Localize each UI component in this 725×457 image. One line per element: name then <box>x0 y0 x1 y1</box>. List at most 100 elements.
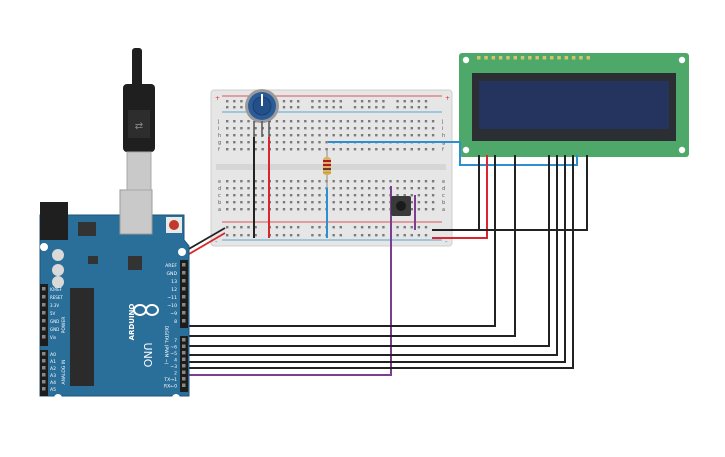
breadboard-hole[interactable] <box>353 100 357 103</box>
wire-lcd-d4[interactable] <box>185 155 550 347</box>
header-pin[interactable] <box>42 295 46 299</box>
breadboard-hole[interactable] <box>275 127 279 130</box>
breadboard-hole[interactable] <box>360 226 364 229</box>
breadboard-hole[interactable] <box>275 120 279 123</box>
breadboard-hole[interactable] <box>240 141 243 144</box>
breadboard-hole[interactable] <box>375 187 378 190</box>
breadboard-hole[interactable] <box>368 127 371 130</box>
breadboard-hole[interactable] <box>360 208 364 211</box>
breadboard-hole[interactable] <box>311 187 314 190</box>
breadboard-hole[interactable] <box>360 127 364 130</box>
breadboard-hole[interactable] <box>226 187 229 190</box>
wire-blue-lcd[interactable] <box>328 141 578 166</box>
header-pin[interactable] <box>182 263 186 267</box>
breadboard-hole[interactable] <box>353 226 357 229</box>
header-pin[interactable] <box>182 295 186 299</box>
breadboard-hole[interactable] <box>375 127 378 130</box>
arduino-uno[interactable]: ARDUINO UNO DIGITAL (PWM ~) POWER ANALOG… <box>39 189 190 402</box>
wire-lcd-d7[interactable] <box>185 155 574 369</box>
breadboard-hole[interactable] <box>297 180 300 183</box>
breadboard-hole[interactable] <box>353 148 357 151</box>
breadboard-hole[interactable] <box>332 106 335 109</box>
breadboard-hole[interactable] <box>318 120 321 123</box>
breadboard-hole[interactable] <box>240 106 243 109</box>
breadboard-hole[interactable] <box>396 234 399 237</box>
breadboard-hole[interactable] <box>268 120 271 123</box>
breadboard-hole[interactable] <box>289 187 293 190</box>
breadboard-hole[interactable] <box>268 134 271 137</box>
breadboard-hole[interactable] <box>311 127 314 130</box>
breadboard-hole[interactable] <box>353 120 357 123</box>
breadboard-hole[interactable] <box>417 208 421 211</box>
breadboard-hole[interactable] <box>431 148 435 151</box>
breadboard-hole[interactable] <box>233 194 236 197</box>
lcd-pin[interactable] <box>513 56 518 60</box>
breadboard-hole[interactable] <box>289 194 293 197</box>
reset-button[interactable] <box>169 220 179 230</box>
breadboard-hole[interactable] <box>226 141 229 144</box>
breadboard-hole[interactable] <box>339 226 342 229</box>
breadboard-hole[interactable] <box>424 100 428 103</box>
breadboard-hole[interactable] <box>247 194 250 197</box>
breadboard-hole[interactable] <box>424 208 428 211</box>
breadboard-hole[interactable] <box>289 120 293 123</box>
breadboard-hole[interactable] <box>261 180 264 183</box>
lcd-pin[interactable] <box>520 56 525 60</box>
header-pin[interactable] <box>182 383 186 388</box>
breadboard-hole[interactable] <box>318 194 321 197</box>
breadboard-hole[interactable] <box>410 226 413 229</box>
breadboard-hole[interactable] <box>368 134 371 137</box>
wire-lcd-d5[interactable] <box>185 155 558 356</box>
breadboard-hole[interactable] <box>346 201 350 204</box>
breadboard-hole[interactable] <box>339 208 342 211</box>
breadboard-hole[interactable] <box>368 180 371 183</box>
breadboard-hole[interactable] <box>410 180 413 183</box>
breadboard-hole[interactable] <box>233 141 236 144</box>
breadboard-hole[interactable] <box>360 100 364 103</box>
breadboard-hole[interactable] <box>254 187 257 190</box>
lcd-pin[interactable] <box>535 56 539 60</box>
breadboard-hole[interactable] <box>368 208 371 211</box>
breadboard-hole[interactable] <box>360 234 364 237</box>
breadboard-hole[interactable] <box>297 194 300 197</box>
breadboard-hole[interactable] <box>368 234 371 237</box>
breadboard-hole[interactable] <box>417 234 421 237</box>
push-button[interactable] <box>391 196 411 216</box>
breadboard-hole[interactable] <box>410 120 413 123</box>
lcd-pin[interactable] <box>579 56 583 60</box>
header-pin[interactable] <box>42 287 46 291</box>
breadboard-hole[interactable] <box>233 100 236 103</box>
breadboard-hole[interactable] <box>431 187 435 190</box>
breadboard-hole[interactable] <box>360 120 364 123</box>
breadboard-hole[interactable] <box>431 201 435 204</box>
breadboard-hole[interactable] <box>282 134 286 137</box>
breadboard-hole[interactable] <box>368 194 371 197</box>
breadboard-hole[interactable] <box>375 100 378 103</box>
breadboard-hole[interactable] <box>311 134 314 137</box>
breadboard-hole[interactable] <box>275 180 279 183</box>
breadboard-hole[interactable] <box>382 180 385 183</box>
breadboard-hole[interactable] <box>254 194 257 197</box>
header-pin[interactable] <box>42 319 46 323</box>
breadboard-hole[interactable] <box>332 100 335 103</box>
breadboard-hole[interactable] <box>389 127 392 130</box>
breadboard-hole[interactable] <box>247 127 250 130</box>
breadboard-hole[interactable] <box>325 120 328 123</box>
breadboard-hole[interactable] <box>254 141 257 144</box>
breadboard-hole[interactable] <box>304 127 307 130</box>
breadboard-hole[interactable] <box>261 201 264 204</box>
breadboard-hole[interactable] <box>247 187 250 190</box>
breadboard-hole[interactable] <box>431 194 435 197</box>
breadboard-hole[interactable] <box>353 194 357 197</box>
breadboard-hole[interactable] <box>368 201 371 204</box>
breadboard-hole[interactable] <box>339 120 342 123</box>
breadboard-hole[interactable] <box>417 127 421 130</box>
wire-lcd-d6[interactable] <box>185 155 566 363</box>
breadboard-hole[interactable] <box>247 180 250 183</box>
breadboard-hole[interactable] <box>233 201 236 204</box>
breadboard-hole[interactable] <box>382 201 385 204</box>
breadboard-hole[interactable] <box>382 106 385 109</box>
breadboard-hole[interactable] <box>403 106 406 109</box>
breadboard-hole[interactable] <box>275 234 279 237</box>
breadboard-hole[interactable] <box>424 148 428 151</box>
